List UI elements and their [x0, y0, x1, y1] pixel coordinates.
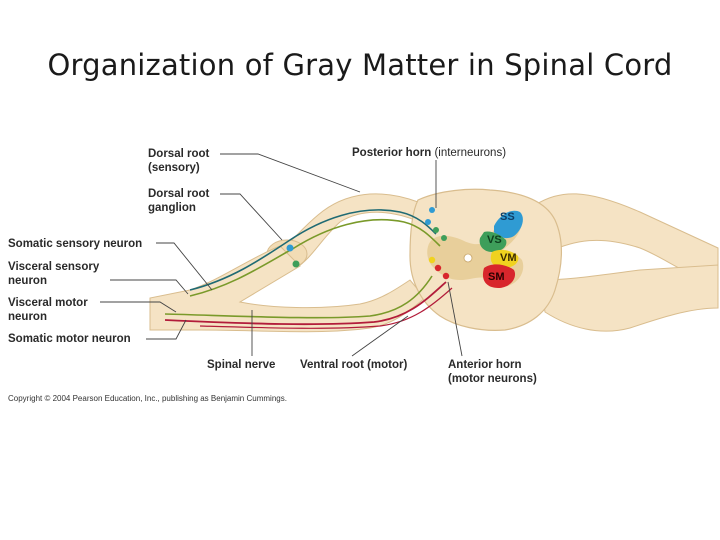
- spinal-cord-diagram: SS VS VM SM Dorsal root (sensory) Dorsal…: [8, 147, 719, 403]
- label-visceral-motor-neuron-2: neuron: [8, 311, 47, 323]
- label-posterior-horn-2: (interneurons): [434, 147, 506, 159]
- interneuron: [425, 219, 431, 225]
- copyright-notice: Copyright © 2004 Pearson Education, Inc.…: [8, 394, 287, 403]
- visceral-sensory-cell-body: [292, 260, 300, 268]
- label-anterior-horn-2: (motor neurons): [448, 373, 537, 385]
- region-sm-label: SM: [488, 271, 505, 283]
- leader-somatic-sensory: [156, 242, 213, 291]
- region-vs: [479, 231, 507, 252]
- somatic-motor-fiber: [164, 281, 447, 326]
- motor-cell-body: [428, 256, 436, 264]
- visceral-sensory-fiber: [189, 218, 441, 297]
- motor-cell-body: [442, 272, 450, 280]
- leader-anterior-horn: [447, 281, 463, 357]
- central-canal: [463, 253, 473, 263]
- region-vm-label: VM: [500, 252, 517, 264]
- interneuron: [441, 235, 447, 241]
- label-spinal-nerve: Spinal nerve: [207, 359, 275, 371]
- spinal-nerve-tissue: [149, 245, 426, 333]
- leader-ventral-root: [351, 315, 409, 357]
- label-somatic-motor-neuron: Somatic motor neuron: [8, 333, 131, 345]
- leader-visceral-motor: [100, 301, 177, 313]
- label-anterior-horn: Anterior horn: [448, 359, 521, 371]
- leader-dorsal-root-ganglion: [220, 193, 283, 241]
- label-dorsal-root-ganglion-2: ganglion: [148, 202, 196, 214]
- leader-visceral-sensory: [110, 279, 189, 295]
- interneuron: [433, 227, 439, 233]
- right-ventral-root: [539, 264, 719, 332]
- label-dorsal-root-sensory: (sensory): [148, 162, 200, 174]
- region-vs-label: VS: [487, 234, 502, 246]
- somatic-sensory-fiber: [189, 209, 437, 291]
- label-dorsal-root-ganglion: Dorsal root: [148, 188, 210, 200]
- region-ss-label: SS: [500, 211, 515, 223]
- label-visceral-sensory-neuron: Visceral sensory: [8, 261, 100, 273]
- region-ss: [494, 210, 523, 239]
- label-somatic-sensory-neuron: Somatic sensory neuron: [8, 238, 142, 250]
- visceral-motor-fiber: [164, 275, 433, 319]
- label-posterior-horn: Posterior horn (interneurons): [352, 147, 506, 159]
- label-posterior-horn-1: Posterior horn: [352, 147, 431, 159]
- sensory-cell-body: [286, 244, 294, 252]
- interneuron: [429, 207, 435, 213]
- label-dorsal-root: Dorsal root: [148, 148, 210, 160]
- slide-title: Organization of Gray Matter in Spinal Co…: [47, 48, 673, 82]
- leader-dorsal-root: [220, 153, 361, 193]
- region-vm: [490, 249, 519, 268]
- region-sm: [482, 264, 516, 288]
- motor-cell-body: [434, 264, 442, 272]
- label-ventral-root: Ventral root (motor): [300, 359, 408, 371]
- label-visceral-sensory-neuron-2: neuron: [8, 275, 47, 287]
- somatic-motor-fiber-2: [199, 287, 453, 329]
- label-visceral-motor-neuron: Visceral motor: [8, 297, 88, 309]
- leader-somatic-motor: [146, 319, 187, 340]
